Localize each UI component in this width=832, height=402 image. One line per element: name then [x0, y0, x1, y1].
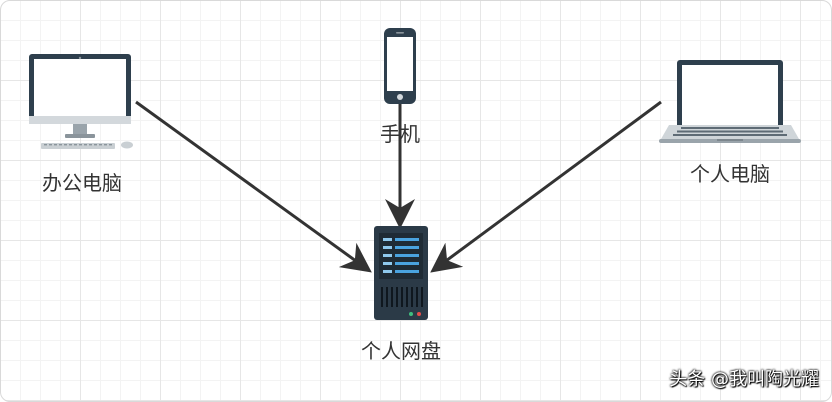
arrow-office-pc-to-cloud-disk — [135, 100, 372, 273]
phone-label: 手机 — [380, 122, 420, 146]
server-icon — [374, 226, 428, 320]
personal-pc-label: 个人电脑 — [690, 162, 770, 186]
smartphone-icon — [384, 28, 416, 104]
arrow-personal-pc-to-cloud-disk — [430, 100, 662, 273]
cloud-disk-label: 个人网盘 — [361, 339, 441, 363]
office-pc-label: 办公电脑 — [42, 171, 122, 195]
laptop-icon — [659, 60, 801, 143]
desktop-monitor-icon — [29, 54, 133, 149]
watermark-text: 头条 @我叫陶光耀 — [669, 369, 819, 390]
